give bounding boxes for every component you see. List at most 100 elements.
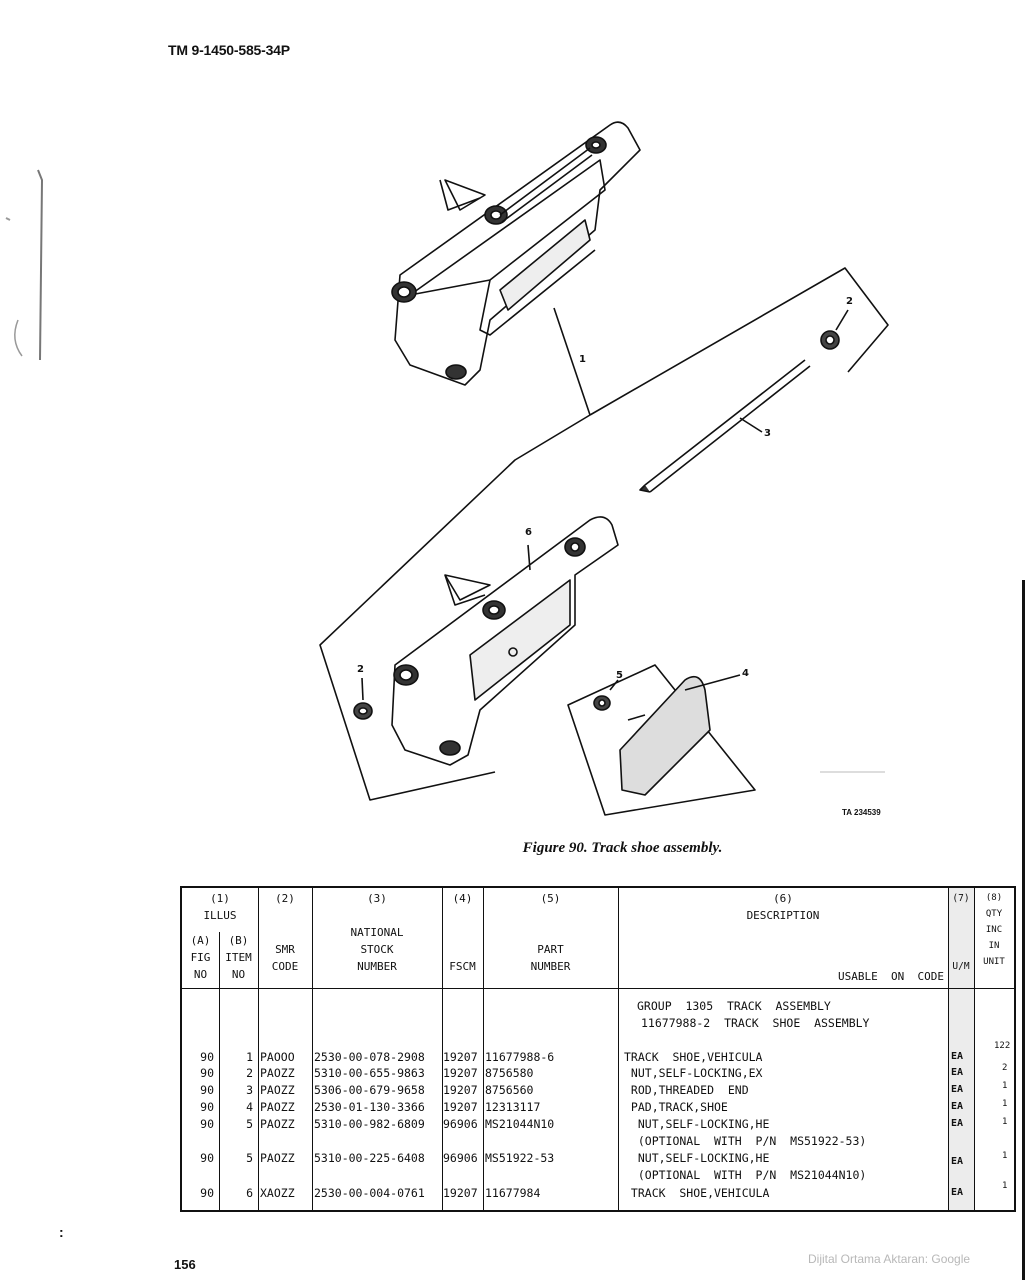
cell-nsn: 2530-01-130-3366 — [314, 1100, 425, 1114]
callout-6: 6 — [525, 527, 532, 538]
page-edge-shadow — [1022, 580, 1025, 1280]
cell-fig: 90 — [200, 1083, 214, 1097]
cell-um: EA — [951, 1101, 964, 1112]
cell-item: 1 — [246, 1050, 253, 1064]
cell-smr: PAOZZ — [260, 1083, 295, 1097]
cell-nsn: 5310-00-655-9863 — [314, 1066, 425, 1080]
cell-qty: 1 — [1002, 1117, 1008, 1127]
cell-qty: 122 — [994, 1041, 1011, 1051]
figure-caption: Figure 90. Track shoe assembly. — [522, 840, 723, 856]
cell-part: 11677988-6 — [485, 1050, 555, 1064]
cell-fig: 90 — [200, 1066, 214, 1080]
cell-nsn: 5306-00-679-9658 — [314, 1083, 425, 1097]
page-number: 156 — [174, 1257, 196, 1272]
cell-um: EA — [951, 1118, 964, 1129]
cell-item: 4 — [246, 1100, 253, 1114]
cell-um: EA — [951, 1156, 964, 1167]
callout-5: 5 — [616, 670, 623, 681]
cell-part: 12313117 — [485, 1100, 541, 1114]
track-shoe-item-1 — [391, 121, 641, 386]
callout-4: 4 — [742, 668, 749, 679]
cell-smr: PAOZZ — [260, 1100, 295, 1114]
scan-watermark: Dijital Ortama Aktaran: Google — [808, 1252, 971, 1266]
callout-2-bottom: 2 — [357, 664, 364, 675]
header-um: (7) U/M — [952, 893, 970, 972]
nut-item-2-top — [820, 309, 849, 350]
cell-desc: NUT,SELF-LOCKING,HE — [624, 1151, 770, 1165]
header-part-number: (5) PART NUMBER — [530, 892, 571, 973]
cell-fscm: 19207 — [443, 1186, 478, 1200]
cell-part: 8756580 — [485, 1066, 534, 1080]
callout-1: 1 — [579, 354, 586, 365]
cell-nsn: 5310-00-225-6408 — [314, 1151, 425, 1165]
header-nsn: (3) NATIONAL STOCK NUMBER — [350, 892, 404, 973]
nut-item-2-bottom — [353, 677, 373, 720]
cell-part: 11677984 — [485, 1186, 541, 1200]
cell-smr: PAOZZ — [260, 1066, 295, 1080]
nut-item-5 — [593, 679, 619, 711]
header-illus: (1) ILLUS — [203, 892, 237, 922]
callout-3: 3 — [764, 428, 771, 439]
cell-desc: PAD,TRACK,SHOE — [624, 1100, 728, 1114]
cell-um: EA — [951, 1187, 964, 1198]
cell-nsn: 2530-00-004-0761 — [314, 1186, 425, 1200]
cell-desc: TRACK SHOE,VEHICULA — [624, 1050, 763, 1064]
callout-2-top: 2 — [846, 296, 853, 307]
cell-nsn: 2530-00-078-2908 — [314, 1050, 425, 1064]
cell-um: EA — [951, 1084, 964, 1095]
cell-qty: 1 — [1002, 1081, 1008, 1091]
cell-smr: PAOZZ — [260, 1151, 295, 1165]
margin-scan-marks — [5, 169, 44, 361]
cell-desc: TRACK SHOE,VEHICULA — [624, 1186, 770, 1200]
cell-desc: NUT,SELF-LOCKING,HE — [624, 1117, 770, 1131]
cell-um: EA — [951, 1067, 964, 1078]
cell-fig: 90 — [200, 1100, 214, 1114]
cell-part: MS51922-53 — [485, 1151, 555, 1165]
cell-qty: 1 — [1002, 1181, 1008, 1191]
header-fig-no: (A) FIG NO — [190, 934, 211, 981]
cell-smr: PAOOO — [260, 1050, 295, 1064]
cell-desc-note: (OPTIONAL WITH P/N MS51922-53) — [624, 1134, 867, 1148]
cell-smr: PAOZZ — [260, 1117, 295, 1131]
threaded-rod-item-3 — [639, 359, 811, 493]
document-number: TM 9-1450-585-34P — [168, 42, 290, 58]
cell-desc: ROD,THREADED END — [624, 1083, 749, 1097]
header-item-no: (B) ITEM NO — [225, 934, 252, 981]
cell-qty: 1 — [1002, 1099, 1008, 1109]
group-line-1: GROUP 1305 TRACK ASSEMBLY — [637, 999, 831, 1013]
cell-fscm: 96906 — [443, 1117, 478, 1131]
cell-fscm: 19207 — [443, 1050, 478, 1064]
cell-fscm: 96906 — [443, 1151, 478, 1165]
ta-code: TA 234539 — [842, 808, 881, 817]
header-qty: (8) QTY INC IN UNIT — [983, 893, 1005, 967]
track-shoe-item-6 — [391, 516, 619, 766]
um-column-shading — [948, 888, 974, 1210]
cell-item: 5 — [246, 1117, 253, 1131]
cell-desc: NUT,SELF-LOCKING,EX — [624, 1066, 763, 1080]
cell-nsn: 5310-00-982-6809 — [314, 1117, 425, 1131]
cell-fscm: 19207 — [443, 1083, 478, 1097]
cell-qty: 1 — [1002, 1151, 1008, 1161]
cell-fscm: 19207 — [443, 1100, 478, 1114]
parts-list-table: (1) ILLUS (A) FIG NO (B) ITEM NO (2) SMR… — [180, 886, 1016, 1212]
cell-qty: 2 — [1002, 1063, 1008, 1073]
header-usable-on-code: USABLE ON CODE — [838, 970, 944, 983]
header-description: (6) DESCRIPTION — [746, 892, 820, 922]
cell-fig: 90 — [200, 1151, 214, 1165]
cell-smr: XAOZZ — [260, 1186, 295, 1200]
cell-part: MS21044N10 — [485, 1117, 555, 1131]
track-pad-item-4 — [619, 674, 741, 796]
cell-item: 6 — [246, 1186, 253, 1200]
header-fscm: (4) FSCM — [449, 892, 476, 973]
header-smr-code: (2) SMR CODE — [271, 892, 299, 973]
group-line-2: 11677988-2 TRACK SHOE ASSEMBLY — [641, 1016, 870, 1030]
cell-item: 3 — [246, 1083, 253, 1097]
cell-part: 8756560 — [485, 1083, 534, 1097]
track-shoe-exploded-view: 1 2 3 4 5 6 2 — [319, 121, 889, 816]
margin-mark: : — [59, 1224, 64, 1240]
cell-item: 5 — [246, 1151, 253, 1165]
cell-desc-note: (OPTIONAL WITH P/N MS21044N10) — [624, 1168, 867, 1182]
cell-fig: 90 — [200, 1117, 214, 1131]
cell-item: 2 — [246, 1066, 253, 1080]
cell-um: EA — [951, 1051, 964, 1062]
